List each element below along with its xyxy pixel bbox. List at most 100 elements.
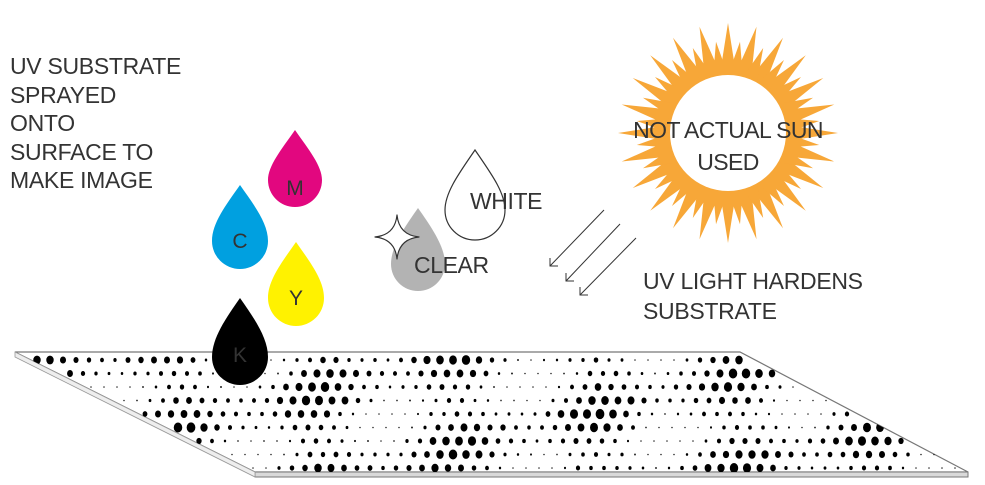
halftone-dot <box>469 369 477 378</box>
halftone-dot <box>755 438 761 444</box>
halftone-dot <box>511 372 513 375</box>
halftone-dot <box>489 357 495 363</box>
sun-ray-inner <box>774 145 813 169</box>
halftone-dot <box>340 439 344 443</box>
halftone-dot <box>661 385 665 389</box>
halftone-dot <box>305 424 311 431</box>
halftone-dot <box>352 369 360 378</box>
halftone-dot <box>792 386 794 388</box>
halftone-dot <box>734 425 740 430</box>
halftone-dot <box>443 369 451 378</box>
halftone-dot <box>906 452 910 457</box>
halftone-dot <box>133 371 137 376</box>
halftone-dot <box>628 466 632 470</box>
halftone-dot <box>748 450 756 459</box>
halftone-dot <box>533 412 537 416</box>
halftone-dot <box>320 451 326 458</box>
sun-ray-inner <box>726 41 744 82</box>
halftone-dot <box>874 465 880 471</box>
halftone-dot <box>138 356 144 364</box>
halftone-dot <box>155 410 161 418</box>
halftone-dot <box>820 413 822 415</box>
halftone-dot <box>270 359 272 361</box>
halftone-dot <box>852 450 860 459</box>
halftone-dot <box>774 425 778 430</box>
halftone-dot <box>667 466 671 470</box>
halftone-dot <box>526 399 528 402</box>
halftone-dot <box>444 464 452 472</box>
halftone-dot <box>455 436 463 446</box>
drop-cyan-label: C <box>232 230 247 253</box>
halftone-dot <box>640 371 644 376</box>
halftone-dot <box>326 438 332 444</box>
halftone-dot <box>310 410 318 418</box>
drop-black-label: K <box>233 344 247 367</box>
halftone-dot <box>313 369 321 378</box>
halftone-dot <box>863 422 871 433</box>
halftone-dot <box>405 439 409 443</box>
halftone-dot <box>826 425 830 430</box>
caption-right-line-1: UV LIGHT HARDENS <box>643 268 863 294</box>
halftone-dot <box>581 358 585 362</box>
halftone-dot <box>100 357 104 363</box>
halftone-dot <box>609 409 617 419</box>
halftone-dot <box>351 412 355 416</box>
halftone-dot <box>300 438 306 444</box>
halftone-dot <box>436 450 444 459</box>
halftone-dot <box>467 436 477 446</box>
halftone-dot <box>320 382 330 392</box>
drop-yellow: Y <box>268 242 324 326</box>
sun-label-line-1: NOT ACTUAL SUN <box>633 117 823 143</box>
halftone-dot <box>698 383 706 391</box>
halftone-dot <box>807 413 809 415</box>
halftone-dot <box>120 372 124 375</box>
halftone-dot <box>641 466 645 470</box>
halftone-dot <box>676 412 680 416</box>
halftone-dot <box>788 451 794 458</box>
halftone-dot <box>94 371 98 376</box>
halftone-dot <box>756 463 764 472</box>
halftone-dot <box>599 438 605 444</box>
halftone-dot <box>522 438 526 444</box>
halftone-dot <box>179 384 185 390</box>
halftone-dots <box>33 355 956 472</box>
halftone-dot <box>745 397 751 404</box>
halftone-dot <box>823 466 827 470</box>
sun-ray-inner <box>636 131 677 149</box>
halftone-dot <box>681 398 685 403</box>
halftone-dot <box>617 424 623 431</box>
halftone-dot <box>767 412 771 416</box>
halftone-dot <box>220 385 222 389</box>
halftone-dot <box>383 399 385 402</box>
halftone-dot <box>411 451 417 458</box>
halftone-dot <box>386 452 390 457</box>
halftone-dot <box>586 438 592 444</box>
caption-left-line-4: SURFACE TO <box>10 138 154 165</box>
halftone-dot <box>129 386 131 388</box>
halftone-dot <box>200 423 208 432</box>
halftone-dot <box>520 412 524 416</box>
halftone-dot <box>417 438 423 444</box>
halftone-dot <box>603 423 611 432</box>
halftone-dot <box>543 453 545 456</box>
halftone-dot <box>788 426 790 429</box>
halftone-dot <box>481 437 489 445</box>
halftone-dot <box>706 397 712 404</box>
halftone-dot <box>380 440 382 442</box>
halftone-dot <box>373 357 377 363</box>
halftone-dot <box>524 372 526 375</box>
halftone-dot <box>154 385 158 389</box>
halftone-dot <box>313 438 319 444</box>
halftone-dot <box>573 438 579 444</box>
halftone-dot <box>711 382 719 392</box>
halftone-dot <box>797 466 801 470</box>
halftone-dot <box>723 382 733 392</box>
halftone-dot <box>920 453 922 456</box>
halftone-dot <box>393 440 395 442</box>
halftone-dot <box>517 358 519 362</box>
halftone-dot <box>146 371 150 376</box>
halftone-dot <box>666 371 670 376</box>
halftone-dot <box>878 450 886 459</box>
halftone-dot <box>637 411 641 417</box>
halftone-dot <box>679 440 681 442</box>
